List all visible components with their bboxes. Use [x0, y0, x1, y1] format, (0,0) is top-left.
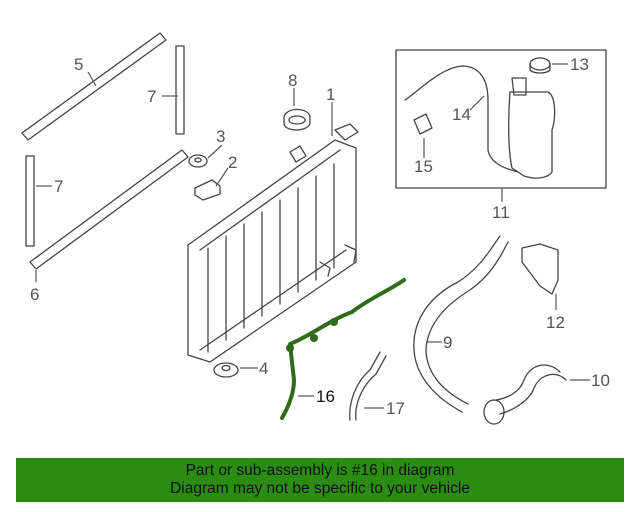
- callout-17: 17: [386, 399, 405, 418]
- reservoir-group: [395, 49, 607, 189]
- callout-7-lower: 7: [54, 177, 63, 196]
- seal-strip-6: [29, 149, 189, 270]
- hose-9: [413, 235, 509, 413]
- info-banner: Part or sub-assembly is #16 in diagram D…: [16, 458, 624, 502]
- callout-1: 1: [326, 85, 335, 104]
- callout-8: 8: [288, 71, 297, 90]
- mount-4: [213, 362, 239, 378]
- seal-strip-7-right: [175, 45, 185, 135]
- callout-2: 2: [228, 153, 237, 172]
- banner-line-2: Diagram may not be specific to your vehi…: [170, 480, 470, 497]
- banner-line-1: Part or sub-assembly is #16 in diagram: [185, 462, 455, 479]
- callout-6: 6: [30, 285, 39, 304]
- callout-16: 16: [316, 387, 335, 406]
- callout-14: 14: [452, 105, 471, 124]
- callout-7-upper: 7: [147, 87, 156, 106]
- callout-10: 10: [591, 371, 610, 390]
- hose-10: [483, 364, 567, 425]
- overflow-hose-16: [280, 278, 406, 420]
- callout-13: 13: [570, 55, 589, 74]
- radiator-cap: [283, 108, 311, 131]
- callout-5: 5: [74, 55, 83, 74]
- seal-strip-5: [21, 32, 167, 141]
- bracket-12: [521, 243, 559, 295]
- callout-4: 4: [259, 359, 268, 378]
- leader-lines: [35, 63, 590, 409]
- pipe-17: [349, 351, 387, 421]
- radiator: [187, 123, 359, 363]
- seal-strip-7-left: [25, 155, 35, 247]
- callout-15: 15: [414, 157, 433, 176]
- callout-9: 9: [443, 333, 452, 352]
- bracket-2: [194, 179, 221, 201]
- callout-labels: 1 2 3 4 5 6 7 7 8 9 10 11 12 13 14 15 16…: [30, 55, 610, 418]
- mount-3: [188, 154, 208, 168]
- callout-3: 3: [216, 127, 225, 146]
- callout-11: 11: [492, 203, 510, 222]
- callout-12: 12: [546, 313, 565, 332]
